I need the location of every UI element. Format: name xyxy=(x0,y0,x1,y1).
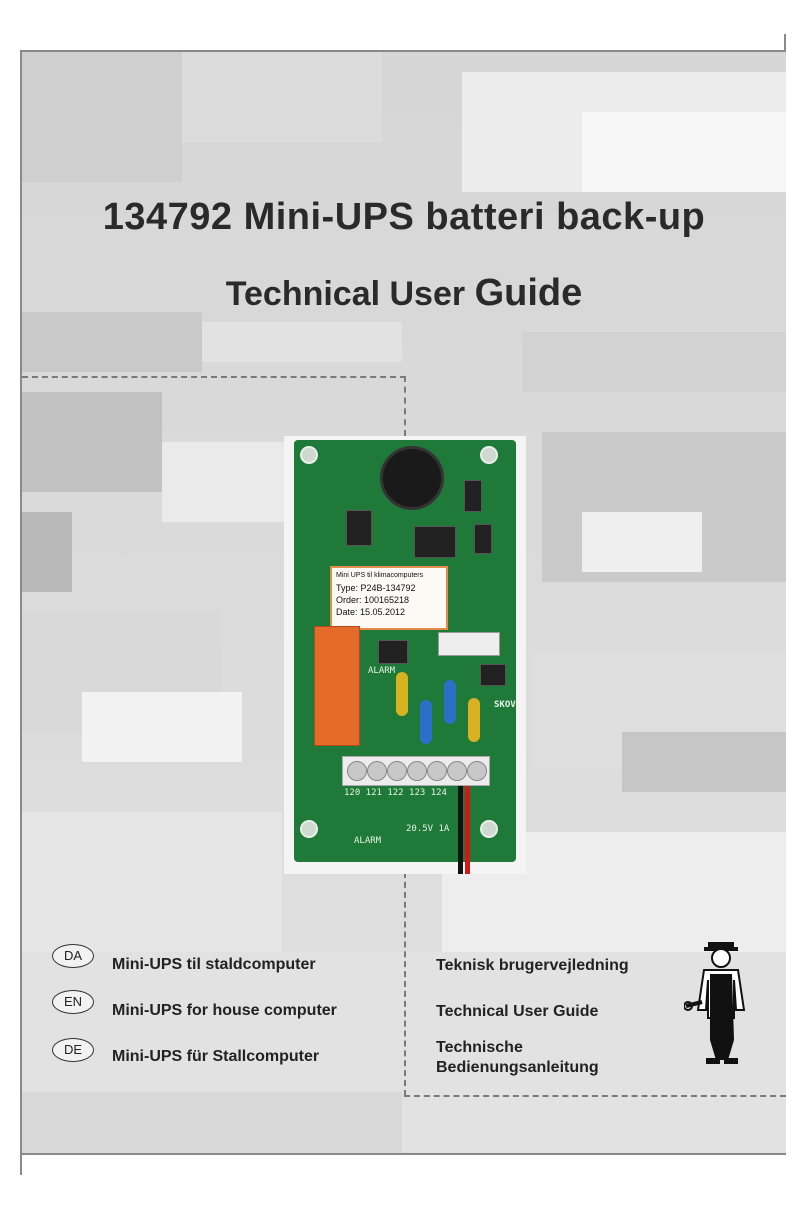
mount-hole xyxy=(480,446,498,464)
frame-top-line xyxy=(20,50,786,52)
label-order: Order: 100165218 xyxy=(336,595,410,605)
silk-brand: SKOV xyxy=(494,700,516,710)
ic-chip xyxy=(480,664,506,686)
dashed-divider-bottom xyxy=(404,1095,786,1097)
resistor-array xyxy=(438,632,500,656)
red-wire xyxy=(465,786,470,874)
terminal-screw xyxy=(407,761,427,781)
language-badge-en: EN xyxy=(52,990,94,1014)
product-name-de: Mini-UPS für Stallcomputer xyxy=(112,1048,320,1065)
terminal-screw xyxy=(427,761,447,781)
terminal-screw xyxy=(387,761,407,781)
ic-chip xyxy=(474,524,492,554)
label-date: Date: 15.05.2012 xyxy=(336,607,406,617)
doc-title-en: Technical User Guide xyxy=(436,1003,599,1020)
subtitle-main: Technical User xyxy=(225,275,475,313)
label-header: Mini UPS til klimacomputers xyxy=(336,572,424,579)
black-wire xyxy=(458,786,463,874)
buzzer xyxy=(380,446,444,510)
terminal-screw xyxy=(447,761,467,781)
subtitle-guide: Guide xyxy=(474,272,583,314)
ic-chip xyxy=(346,510,372,546)
capacitor xyxy=(420,700,432,744)
mount-hole xyxy=(300,820,318,838)
terminal-screw xyxy=(347,761,367,781)
document-subtitle: Technical User Guide xyxy=(22,272,786,315)
product-photo: Mini UPS til klimacomputers Type: P24B-1… xyxy=(284,436,526,874)
document-title: 134792 Mini-UPS batteri back-up xyxy=(102,196,706,238)
language-badge-de: DE xyxy=(52,1038,94,1062)
terminal-screw xyxy=(367,761,387,781)
label-type: Type: P24B-134792 xyxy=(336,583,416,593)
terminal-block xyxy=(342,756,490,786)
frame-left-line xyxy=(20,50,22,1175)
doc-title-de: Technische Bedienungsanleitung xyxy=(436,1038,599,1078)
mount-hole xyxy=(300,446,318,464)
capacitor xyxy=(468,698,480,742)
mount-hole xyxy=(480,820,498,838)
silk-voltage: 20.5V 1A xyxy=(406,824,450,834)
silk-alarm: ALARM xyxy=(368,666,396,676)
ic-chip xyxy=(414,526,456,558)
doc-title-da: Teknisk brugervejledning xyxy=(436,957,629,974)
language-badge-da: DA xyxy=(52,944,94,968)
doc-title-de-line2: Bedienungsanleitung xyxy=(436,1059,599,1076)
circuit-board: Mini UPS til klimacomputers Type: P24B-1… xyxy=(294,440,516,862)
ic-chip xyxy=(464,480,482,512)
capacitor xyxy=(396,672,408,716)
relay xyxy=(314,626,360,746)
capacitor xyxy=(444,680,456,724)
ic-chip xyxy=(378,640,408,664)
product-name-da: Mini-UPS til staldcomputer xyxy=(112,956,316,973)
dashed-divider-top xyxy=(22,376,406,378)
product-name-en: Mini-UPS for house computer xyxy=(112,1002,337,1019)
terminal-screw xyxy=(467,761,487,781)
dashed-divider-lower-vertical xyxy=(404,872,406,1096)
mechanic-with-wrench-icon xyxy=(683,940,754,1066)
doc-title-de-line1: Technische xyxy=(436,1039,523,1056)
silk-terminal-numbers: 120 121 122 123 124 xyxy=(344,788,447,798)
dashed-divider-upper-vertical xyxy=(404,376,406,436)
silk-alarm-bottom: ALARM xyxy=(354,836,382,846)
product-label-sticker: Mini UPS til klimacomputers Type: P24B-1… xyxy=(330,566,448,630)
frame-corner-tick xyxy=(784,34,786,52)
frame-bottom-line xyxy=(20,1153,786,1155)
